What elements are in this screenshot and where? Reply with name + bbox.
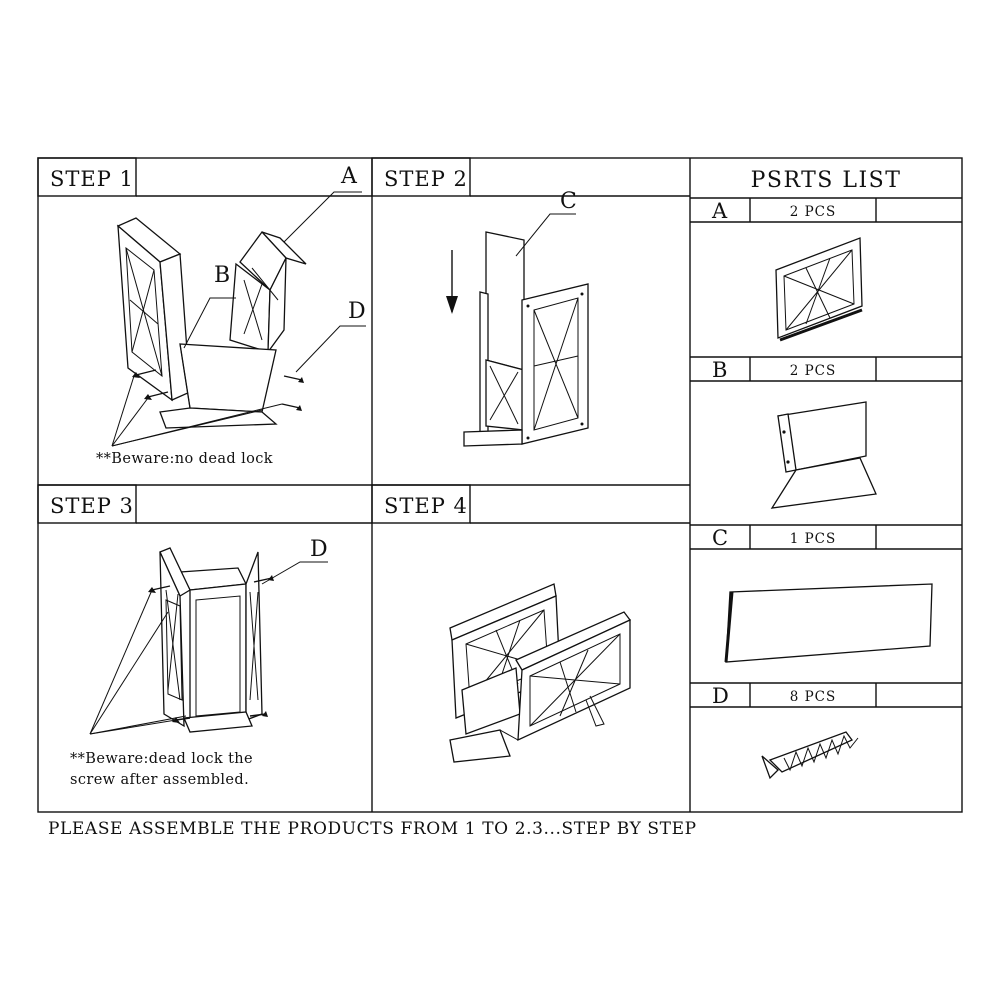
step-3-label-box: STEP 3 xyxy=(37,484,137,524)
part-b-qty: 2 PCS xyxy=(790,363,837,379)
step-3-warning-note-line-1: **Beware:dead lock the xyxy=(70,751,253,767)
flat-board-icon xyxy=(724,583,933,663)
step-1-drawing xyxy=(111,191,366,447)
step-1-panel: STEP 1 xyxy=(37,157,372,467)
part-d-row: D 8 PCS xyxy=(690,682,962,708)
step-3-label: STEP 3 xyxy=(50,494,134,518)
step-3-panel: STEP 3 xyxy=(37,484,372,788)
part-d-qty: 8 PCS xyxy=(790,689,837,705)
step-1-warning-note: **Beware:no dead lock xyxy=(96,451,273,467)
part-a-row: A 2 PCS xyxy=(690,198,962,223)
step-4-label: STEP 4 xyxy=(384,494,468,518)
side-panel-lattice-icon xyxy=(775,237,863,342)
step-1-label-box: STEP 1 xyxy=(37,157,137,197)
base-board-icon xyxy=(770,401,877,509)
parts-list-title: PSRTS LIST xyxy=(751,168,902,193)
step-2-panel: STEP 2 xyxy=(371,157,690,447)
part-a-qty: 2 PCS xyxy=(790,204,837,220)
step-2-label-box: STEP 2 xyxy=(371,157,471,197)
part-b-letter: B xyxy=(712,358,727,382)
step-2-drawing xyxy=(446,213,589,447)
screw-icon xyxy=(761,731,859,780)
part-c-row: C 1 PCS xyxy=(690,524,962,550)
step-3-drawing xyxy=(89,547,328,735)
part-c-qty: 1 PCS xyxy=(790,531,837,547)
step-3-warning-note-line-2: screw after assembled. xyxy=(70,772,249,788)
part-d-letter: D xyxy=(712,684,729,708)
callout-c: C xyxy=(560,189,577,214)
callout-a: A xyxy=(340,164,358,189)
part-c-letter: C xyxy=(712,526,728,550)
part-a-letter: A xyxy=(711,199,728,223)
step-2-label: STEP 2 xyxy=(384,167,468,191)
callout-d: D xyxy=(348,299,366,324)
step-1-screws xyxy=(132,369,304,411)
callout-b: B xyxy=(214,263,230,288)
step-4-drawing xyxy=(449,583,632,763)
footer-instruction: PLEASE ASSEMBLE THE PRODUCTS FROM 1 TO 2… xyxy=(48,819,697,839)
callout-d-step-3: D xyxy=(310,537,328,562)
step-4-panel: STEP 4 xyxy=(371,484,690,763)
step-1-label: STEP 1 xyxy=(50,167,134,191)
parts-list-panel: PSRTS LIST A 2 PCS B 2 PCS xyxy=(690,168,962,780)
step-4-label-box: STEP 4 xyxy=(371,484,471,524)
part-b-row: B 2 PCS xyxy=(690,356,962,382)
